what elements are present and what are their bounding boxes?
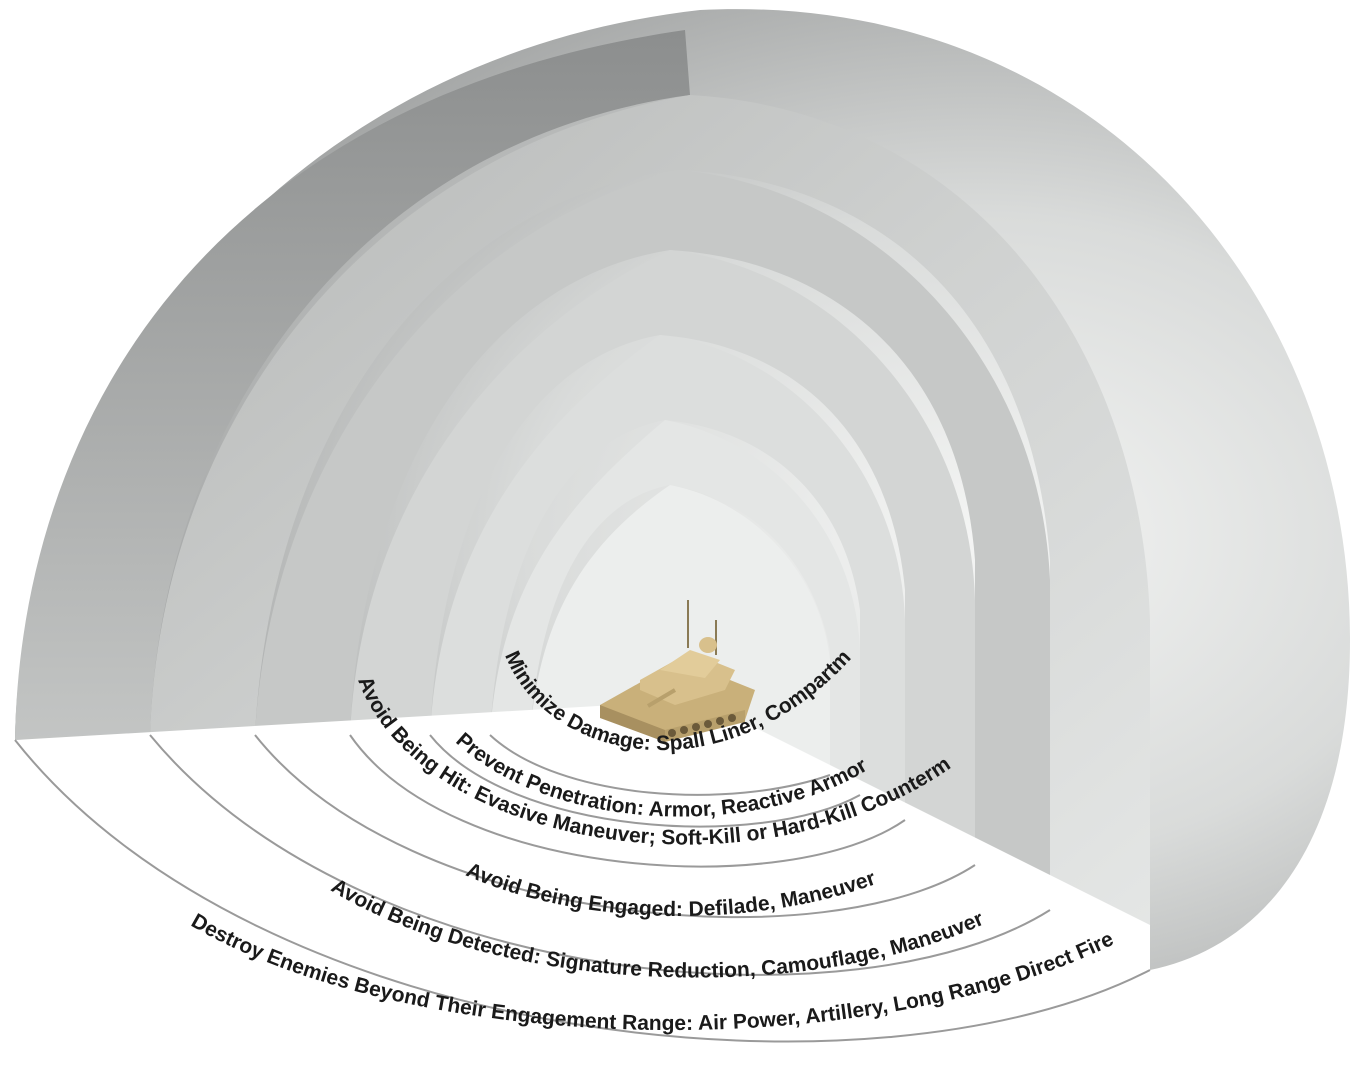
shell-hit [350, 250, 975, 845]
shell-penetration [430, 335, 905, 810]
shell-detected [150, 95, 1150, 925]
floor [14, 700, 1151, 1043]
armored-vehicle [600, 600, 755, 742]
shell-engaged [255, 170, 1050, 880]
